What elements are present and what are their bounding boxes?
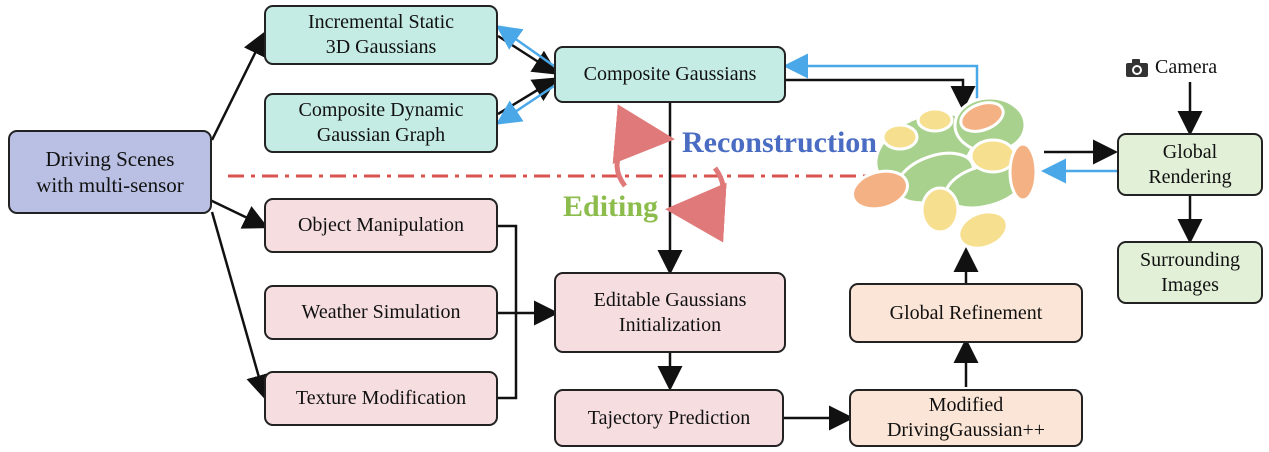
- cycle-arrow-lower: [665, 166, 727, 243]
- surrounding-images-box: Surrounding Images: [1117, 241, 1263, 304]
- composite-gaussians-box: Composite Gaussians: [554, 46, 786, 103]
- object-manipulation-box: Object Manipulation: [264, 198, 498, 253]
- cycle-arrow-upper: [612, 104, 675, 188]
- camera-label-group: Camera: [1125, 56, 1217, 79]
- arrow-composite-to-cluster: [786, 78, 976, 111]
- modified-drivinggaussian-box: Modified DrivingGaussian++: [849, 389, 1083, 447]
- trajectory-prediction-box: Tajectory Prediction: [554, 389, 784, 447]
- global-refinement-box: Global Refinement: [849, 283, 1083, 343]
- arrow-static-to-composite: [497, 34, 559, 75]
- weather-simulation-box: Weather Simulation: [264, 285, 498, 340]
- arrow-dynamic-to-composite: [497, 77, 559, 116]
- global-rendering-box: Global Rendering: [1117, 133, 1263, 196]
- camera-icon: [1126, 58, 1148, 77]
- editable-gaussians-box: Editable Gaussians Initialization: [554, 272, 786, 353]
- gaussian-cluster-illustration: [851, 96, 1038, 250]
- driving-scenes-box: Driving Scenes with multi-sensor: [8, 130, 212, 214]
- texture-modification-box: Texture Modification: [264, 371, 498, 426]
- incremental-static-box: Incremental Static 3D Gaussians: [264, 5, 498, 65]
- feedback-composite-to-dynamic: [495, 84, 555, 125]
- camera-label: Camera: [1155, 56, 1218, 78]
- composite-dynamic-box: Composite Dynamic Gaussian Graph: [264, 93, 498, 153]
- arrow-scenes-to-static: [210, 30, 267, 141]
- reconstruction-label: Reconstruction: [682, 126, 877, 159]
- feedback-cluster-to-composite: [783, 53, 979, 104]
- editing-label: Editing: [563, 190, 659, 223]
- arrow-scenes-to-texture: [210, 211, 271, 400]
- feedback-composite-to-static: [495, 25, 555, 68]
- arrow-scenes-to-object: [209, 198, 269, 229]
